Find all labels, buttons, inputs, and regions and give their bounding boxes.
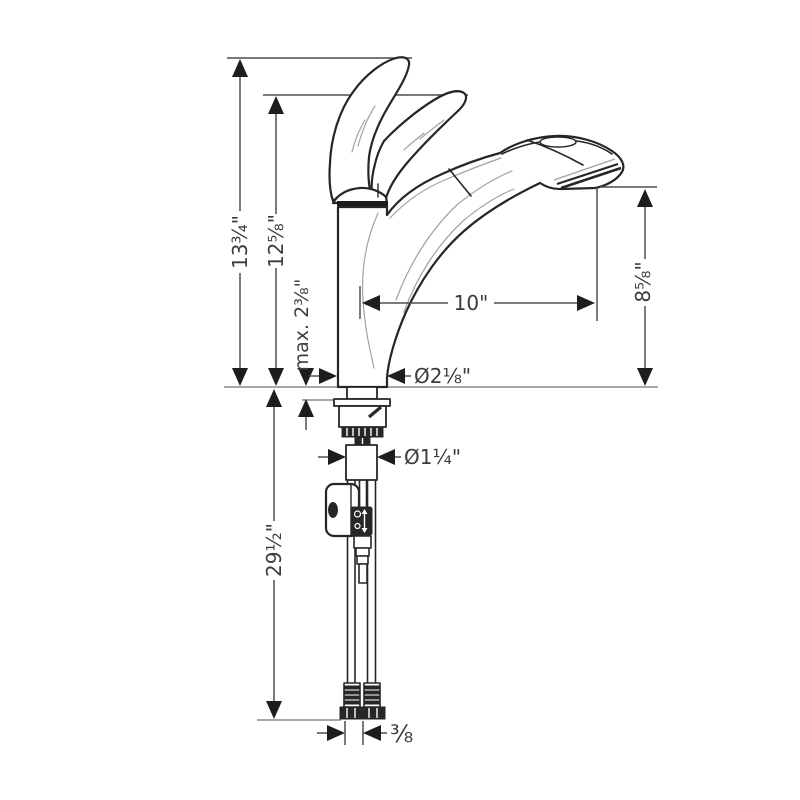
arrowhead-down (268, 368, 284, 386)
hose-tag-glyph (361, 509, 368, 514)
hose-fitting (355, 547, 370, 557)
arrowhead-down (637, 368, 653, 386)
arrowhead-down (266, 701, 282, 719)
supply-shank (345, 444, 378, 481)
dim-spout-reach (359, 187, 598, 321)
dim-supply-connection (317, 721, 387, 745)
extension-lines (344, 721, 364, 745)
arrowhead-up (266, 389, 282, 407)
dim-label-supply-connection: ⅜ (390, 720, 413, 748)
arrowhead-up (232, 59, 248, 77)
detail-line (395, 170, 513, 301)
detail-line (403, 188, 515, 313)
arrowhead-right (577, 295, 595, 311)
hose-tag-glyph (361, 528, 368, 533)
dim-label-total-height: 13¾" (228, 215, 252, 269)
compression-ribs-right (363, 685, 381, 705)
arrowhead-left (327, 725, 345, 741)
arrowhead-down (298, 368, 314, 386)
compression-ribs-left (343, 685, 361, 705)
arrowhead-right (387, 368, 405, 384)
arrowhead-right (363, 725, 381, 741)
handle-lever-back (370, 90, 468, 200)
hose-tag (350, 506, 373, 536)
dim-max-counter-thickness (298, 368, 314, 430)
aerator-stripe (556, 163, 619, 185)
arrowhead-up (637, 189, 653, 207)
detail-line (389, 157, 502, 219)
dim-label-base-diameter: Ø2⅛" (414, 364, 471, 388)
hose-fitting (353, 535, 372, 549)
reference-lines (224, 386, 658, 721)
hose-weight-slot (328, 502, 338, 518)
spray-head-button (539, 136, 577, 148)
dim-shank-diameter (318, 449, 401, 465)
spout-seam (448, 168, 472, 197)
detail-line (351, 119, 366, 153)
dim-label-hose-length: 29½" (262, 523, 286, 577)
arrowhead-right (377, 449, 395, 465)
hose-tag-glyph (354, 522, 361, 530)
arrowhead-up (268, 96, 284, 114)
dim-label-max-counter-thickness: max. 2⅜" (291, 279, 313, 372)
spray-head-facet-edge (526, 139, 584, 166)
dim-label-spout-reach: 10" (454, 291, 489, 315)
arrowhead-up (298, 399, 314, 417)
handle-base (331, 186, 389, 205)
detail-line (403, 132, 425, 151)
aerator-stripe (560, 166, 622, 190)
supply-nut-facets-right (368, 708, 378, 718)
aerator-stripe (553, 158, 616, 181)
hose-fitting (358, 563, 368, 584)
detail-line (362, 212, 379, 369)
base-neck (346, 386, 378, 400)
dim-label-handle-height: 12⅝" (264, 214, 288, 268)
dim-label-outlet-height: 8⅝" (631, 261, 655, 302)
supply-nut-facets-left (346, 708, 356, 718)
dim-base-diameter (309, 368, 411, 384)
arrowhead-down (232, 368, 248, 386)
hose-tag-glyph (353, 510, 362, 518)
arrowhead-left (319, 368, 337, 384)
arrowhead-left (328, 449, 346, 465)
hose-fitting (356, 555, 369, 565)
detail-line (357, 105, 376, 147)
mounting-nut-ribs (346, 428, 378, 436)
retaining-clip (367, 405, 383, 419)
dim-outlet-height (600, 186, 657, 386)
dim-hose-length (266, 389, 282, 719)
dim-total-height (227, 57, 412, 386)
dim-label-shank-diameter: Ø1¼" (404, 445, 461, 469)
detail-line (419, 119, 445, 140)
escutcheon-flange (333, 398, 391, 407)
supply-nut-left (339, 706, 364, 720)
faucet-body-spout-outline (336, 134, 625, 389)
faucet-drawing (324, 56, 625, 720)
supply-nut-right (361, 706, 386, 720)
arrowhead-left (362, 295, 380, 311)
